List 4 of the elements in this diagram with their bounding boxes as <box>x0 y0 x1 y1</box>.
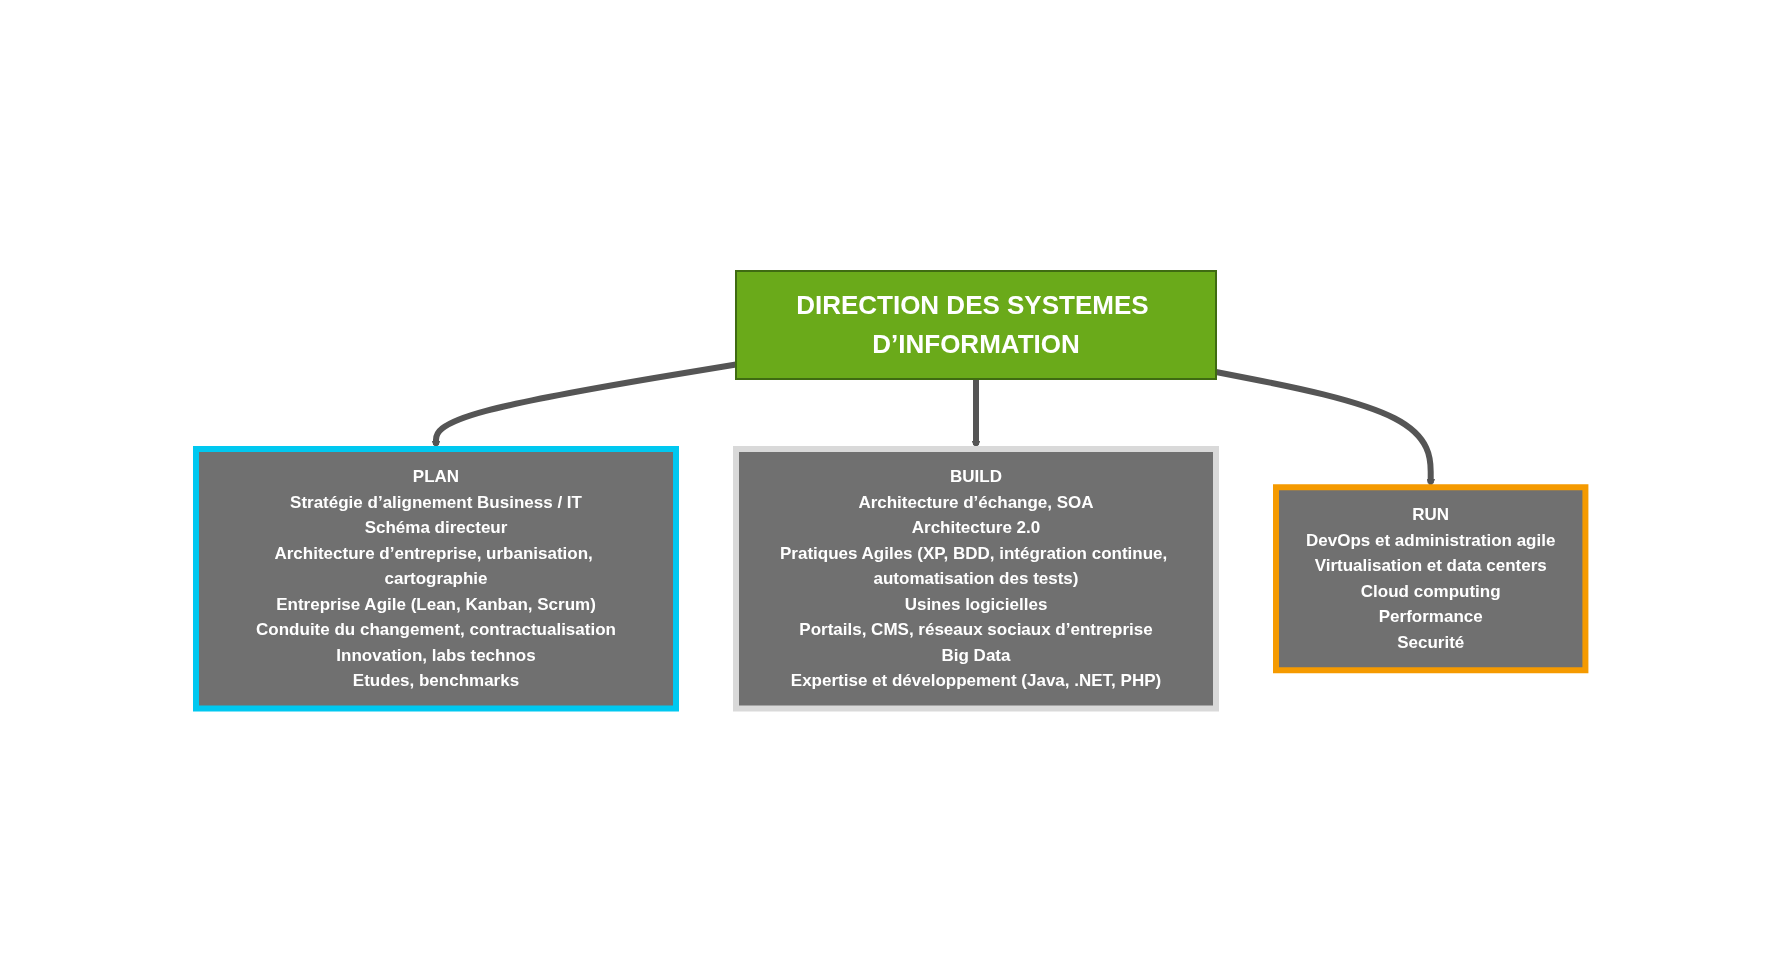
node-box: RUN DevOps et administration agile Virtualisation et data centers Cloud computing Performance Securité <box>1273 484 1589 673</box>
node-box: DIRECTION DES SYSTEMES D’INFORMATION <box>735 269 1218 380</box>
node-box: BUILD Architecture d’échange, SOA Architecture 2.0 Pratiques Agiles (XP, BDD, intégration continue, automatisation des tests) Usines logicielles Portails, CMS, réseaux sociaux d’entreprise Big Data Expertise et développement (Java, .NET, PHP) <box>733 445 1220 712</box>
node-box: PLAN Stratégie d’alignement Business / IT Schéma directeur Architecture d’entreprise, urbanisation, cartographie Entreprise Agile (Lean, Kanban, Scrum) Conduite du changement, contractualisation Innovation, labs technos Etudes, benchmarks <box>193 445 680 712</box>
